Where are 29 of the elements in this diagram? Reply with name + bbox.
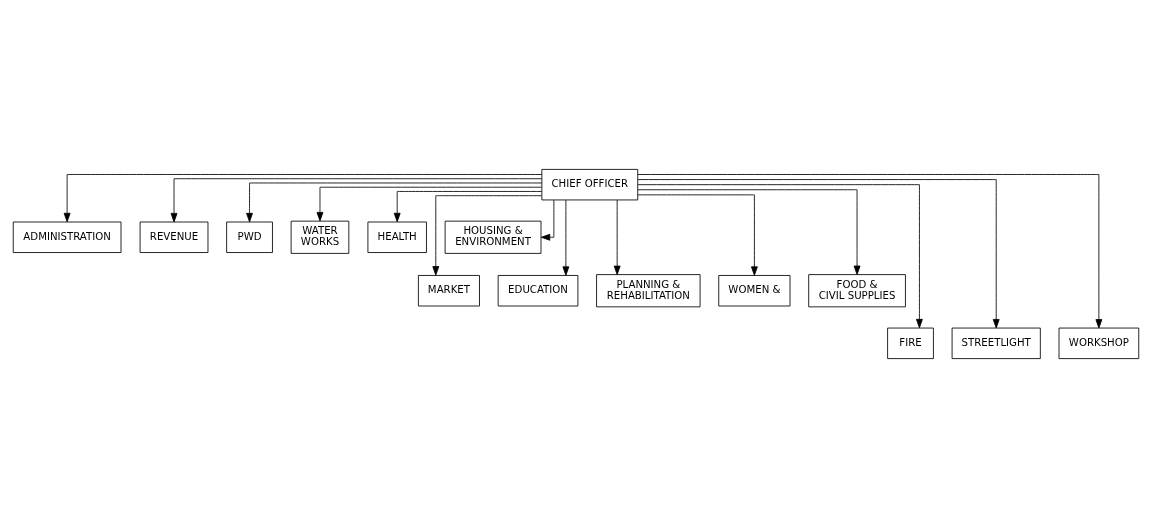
- arrow: [170, 178, 543, 223]
- arrow: [637, 179, 1000, 329]
- arrow: [316, 186, 542, 222]
- arrow: [246, 182, 543, 223]
- node-box: ADMINISTRATION: [12, 221, 122, 253]
- node-box: STREETLIGHT: [951, 327, 1041, 360]
- arrow: [540, 199, 555, 241]
- node-box: FIRE: [887, 327, 934, 360]
- arrow: [637, 174, 1103, 329]
- node-box: WORKSHOP: [1058, 327, 1140, 360]
- node-box: WATER WORKS: [290, 220, 350, 254]
- node-box: HOUSING & ENVIRONMENT: [444, 220, 542, 254]
- arrow: [637, 189, 861, 275]
- arrow: [637, 194, 758, 276]
- arrow: [393, 191, 543, 223]
- arrow: [432, 195, 542, 276]
- arrow: [613, 199, 621, 275]
- node-box: CHIEF OFFICER: [541, 168, 639, 201]
- node-box: WOMEN &: [718, 275, 791, 307]
- node-box: HEALTH: [367, 221, 427, 253]
- node-box: FOOD & CIVIL SUPPLIES: [808, 274, 906, 308]
- arrow: [562, 199, 570, 276]
- node-box: PLANNING & REHABILITATION: [596, 274, 701, 308]
- node-box: REVENUE: [139, 221, 209, 253]
- arrow: [637, 184, 923, 329]
- arrow: [63, 174, 543, 223]
- node-box: EDUCATION: [497, 275, 579, 307]
- node-box: PWD: [226, 221, 273, 253]
- node-box: MARKET: [417, 275, 480, 307]
